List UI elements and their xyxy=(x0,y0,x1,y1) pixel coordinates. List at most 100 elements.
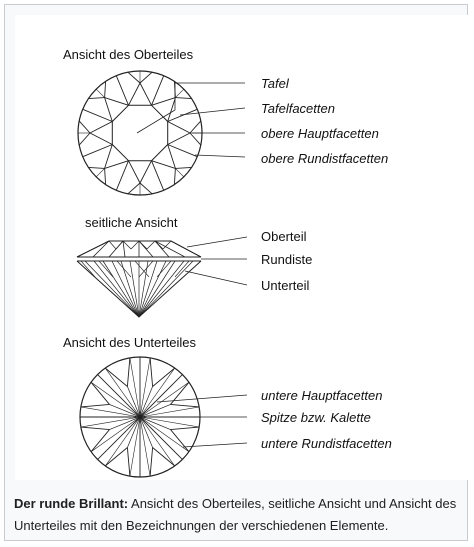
pavilion-facet-edge xyxy=(130,261,139,317)
lower-girdle-edge xyxy=(140,417,175,466)
crown-facet-edge xyxy=(163,241,171,249)
pavilion-facet-edge xyxy=(112,261,139,317)
lower-girdle-edge xyxy=(105,448,127,466)
pavilion-star-edge xyxy=(127,387,140,418)
lower-girdle-edge xyxy=(140,417,150,476)
side-view: seitliche Ansicht Oberteil Rundiste Unte… xyxy=(77,215,312,317)
pavilion-star-edge xyxy=(140,417,153,448)
label-untere-rundistfacetten: untere Rundistfacetten xyxy=(261,436,392,451)
girdle-facet-edge xyxy=(96,89,104,97)
main-facet-edge xyxy=(83,145,113,157)
lower-girdle-edge xyxy=(91,382,140,417)
pavilion-facet-edge xyxy=(139,261,157,317)
girdle-facet-edge xyxy=(175,167,191,168)
crown-facet-lines xyxy=(77,241,201,257)
pavilion-main-edge xyxy=(98,417,140,459)
star-facet-edge xyxy=(168,122,190,134)
girdle-facet-edge xyxy=(88,167,104,168)
pavilion-facet-edge xyxy=(139,261,166,317)
label-unterteil: Unterteil xyxy=(261,278,310,293)
leader-tafel xyxy=(137,110,175,133)
girdle-facet-edge xyxy=(190,121,201,133)
star-facet-edge xyxy=(152,161,176,169)
lower-girdle-edge xyxy=(140,407,199,417)
top-view: Ansicht des Oberteiles Tafel Tafelfacett… xyxy=(63,47,388,195)
star-facet-edge xyxy=(140,83,152,105)
pavilion-facet-edge xyxy=(85,261,139,317)
lower-girdle-edge xyxy=(171,404,200,407)
top-facet-lines xyxy=(78,71,202,195)
caption-bold: Der runde Brillant: xyxy=(14,496,129,511)
crown-facet-edge xyxy=(155,241,185,257)
lower-girdle-edge xyxy=(140,358,150,417)
leader-unterteil xyxy=(185,271,247,285)
brilliant-diagram: Ansicht des Oberteiles Tafel Tafelfacett… xyxy=(63,47,392,480)
star-facet-edge xyxy=(152,98,176,106)
star-facet-edge xyxy=(129,83,141,105)
pavilion-facet-edge xyxy=(121,261,139,317)
pavilion-facet-edge xyxy=(81,261,95,277)
lower-girdle-edge xyxy=(140,417,189,452)
girdle-facet-edge xyxy=(88,98,104,99)
pavilion-facet-edge xyxy=(139,261,193,317)
label-obere-rundistfacetten: obere Rundistfacetten xyxy=(261,151,388,166)
girdle-facet-edge xyxy=(79,133,90,145)
lower-girdle-edge xyxy=(140,417,199,427)
crown-facet-edge xyxy=(139,241,147,249)
pavilion-facet-edge xyxy=(135,261,149,277)
pavilion-star-edge xyxy=(110,404,141,417)
lower-girdle-edge xyxy=(140,368,175,417)
lower-girdle-edge xyxy=(153,368,175,386)
crown-facet-edge xyxy=(123,241,131,249)
lower-girdle-edge xyxy=(105,417,140,466)
caption-text: Ansicht des Oberteiles, seitliche Ansich… xyxy=(14,496,457,533)
star-facet-edge xyxy=(168,145,176,169)
star-facet-edge xyxy=(90,122,112,134)
star-facet-edge xyxy=(105,161,129,169)
leader-oberteil xyxy=(187,237,247,247)
pavilion-facet-edge xyxy=(139,261,148,317)
crown-facet-edge xyxy=(155,241,163,249)
bottom-view: Ansicht des Unterteiles untere Hauptface… xyxy=(63,335,392,477)
pavilion-star-edge xyxy=(140,387,153,418)
main-facet-edge xyxy=(152,161,164,191)
label-kalette: Spitze bzw. Kalette xyxy=(261,410,371,425)
pavilion-main-edge xyxy=(98,375,140,417)
leader-untere-hauptfacetten xyxy=(157,395,247,402)
label-tafel: Tafel xyxy=(261,76,290,91)
lower-girdle-edge xyxy=(140,382,189,417)
star-facet-edge xyxy=(168,98,176,122)
star-facet-edge xyxy=(105,98,113,122)
crown-facet-edge xyxy=(116,241,123,249)
pavilion-facet-edge xyxy=(117,261,131,277)
crown-facet-edge xyxy=(93,241,109,257)
girdle-facet-edge xyxy=(140,72,152,83)
label-obere-hauptfacetten: obere Hauptfacetten xyxy=(261,126,379,141)
lower-girdle-edge xyxy=(81,427,110,430)
star-facet-edge xyxy=(105,145,113,169)
lower-girdle-edge xyxy=(81,404,110,407)
figure-frame: Ansicht des Oberteiles Tafel Tafelfacett… xyxy=(4,4,469,541)
lower-girdle-edge xyxy=(127,448,129,477)
main-facet-edge xyxy=(168,109,198,121)
top-view-heading: Ansicht des Oberteiles xyxy=(63,47,194,62)
main-facet-edge xyxy=(152,76,164,106)
pavilion-facet-edge xyxy=(94,261,139,317)
pavilion-facet-edge xyxy=(157,261,171,277)
girdle-facet-edge xyxy=(140,183,152,194)
label-untere-hauptfacetten: untere Hauptfacetten xyxy=(261,388,382,403)
pavilion-main-edge xyxy=(140,375,182,417)
figure-caption: Der runde Brillant: Ansicht des Oberteil… xyxy=(14,493,464,537)
girdle-facet-edge xyxy=(96,168,104,176)
main-facet-edge xyxy=(116,76,128,106)
label-tafelfacetten: Tafelfacetten xyxy=(261,101,335,116)
leader-tafelfacetten xyxy=(180,108,245,115)
table-facet xyxy=(112,105,167,160)
lower-girdle-edge xyxy=(171,430,189,452)
girdle-facet-edge xyxy=(79,121,90,133)
main-facet-edge xyxy=(116,161,128,191)
main-facet-edge xyxy=(83,109,113,121)
lower-girdle-edge xyxy=(91,430,109,452)
girdle-facet-edge xyxy=(190,133,201,145)
lower-girdle-edge xyxy=(150,358,153,387)
